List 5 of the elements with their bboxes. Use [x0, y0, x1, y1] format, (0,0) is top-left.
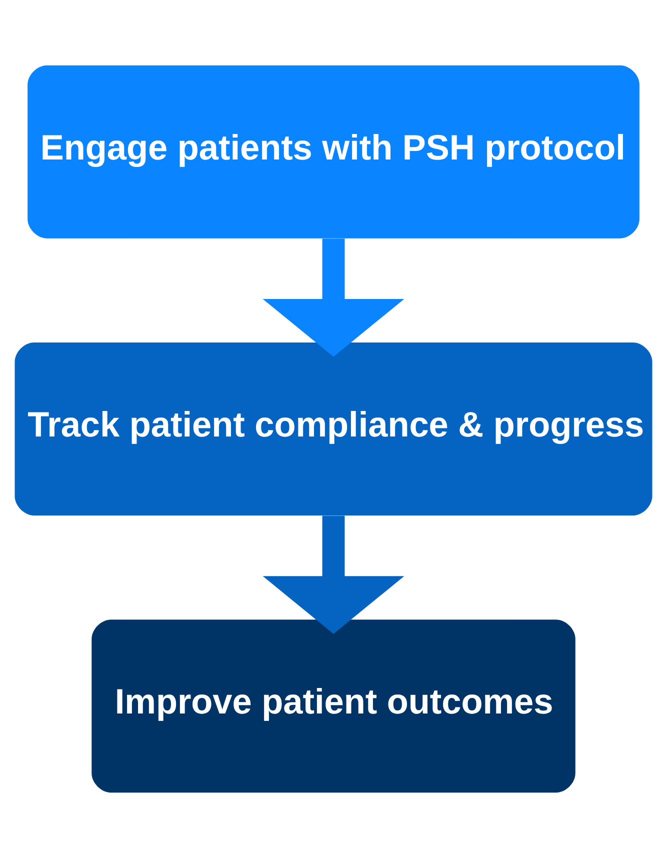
node-box: Engage patients with PSH protocol [28, 65, 640, 238]
arrow [262, 516, 404, 634]
arrow [262, 238, 404, 357]
node-box: Improve patient outcomes [92, 620, 576, 793]
node-box: Track patient compliance & progress [14, 342, 652, 516]
